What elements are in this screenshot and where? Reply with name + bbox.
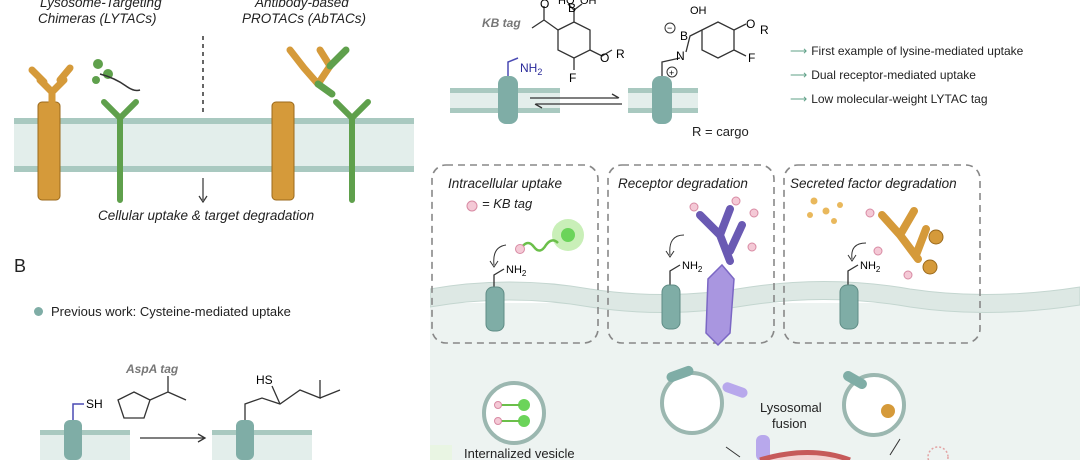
receptor-box2 <box>661 284 681 330</box>
feature-text-1: First example of lysine-mediated uptake <box>811 44 1024 58</box>
feature-item-1: ⟶ First example of lysine-mediated uptak… <box>790 44 1023 58</box>
feature-text-2: Dual receptor-mediated uptake <box>811 68 976 82</box>
purple-antibody <box>696 205 746 265</box>
amine-box2: NH2 <box>682 260 703 274</box>
svg-text:R: R <box>760 23 769 37</box>
internalized-vesicle <box>482 381 546 445</box>
vesicle-orange <box>842 373 906 437</box>
cell-diagram: NH2 NH2 NH2 <box>430 164 1080 460</box>
membrane-a <box>14 120 414 170</box>
svg-text:O: O <box>600 51 609 65</box>
abtac-antibody-green <box>314 46 350 98</box>
box2-title: Receptor degradation <box>618 176 748 191</box>
abtac-receptor <box>271 101 295 201</box>
cell-membrane <box>430 280 1080 314</box>
green-linker <box>521 239 559 252</box>
lytac-title-line1: Lysosome-Targeting <box>40 0 162 10</box>
lytac-receptor <box>37 101 61 201</box>
feature-item-3: ⟶ Low molecular-weight LYTAC tag <box>790 92 1023 106</box>
svg-text:B: B <box>568 1 576 15</box>
lipid-heads-a <box>14 118 414 172</box>
abtac-title-line2: PROTACs (AbTACs) <box>242 11 367 26</box>
svg-text:N: N <box>676 49 685 63</box>
box1-title: Intracellular uptake <box>448 176 563 191</box>
arrow-right-icon: ⟶ <box>790 92 808 106</box>
aspa-scheme: SH HS <box>40 373 341 460</box>
green-receptor-right <box>333 99 371 203</box>
receptor-box1 <box>485 286 505 332</box>
bound-factor-1 <box>928 229 944 245</box>
kb-tag-legend-dot <box>466 200 478 212</box>
kb-aryl-ring <box>557 21 591 59</box>
lytac-antibody <box>28 64 74 106</box>
abtac-title-line1: Antibody-based <box>255 0 349 10</box>
kb-receptor-right <box>652 76 672 124</box>
svg-text:OH: OH <box>690 5 707 17</box>
feature-item-2: ⟶ Dual receptor-mediated uptake <box>790 68 1023 82</box>
green-cargo-core <box>561 228 575 242</box>
cellular-uptake-caption: Cellular uptake & target degradation <box>98 208 315 223</box>
green-receptor-left <box>101 99 139 203</box>
orange-antibody-box3 <box>878 207 930 263</box>
cytoplasm <box>430 303 1080 460</box>
kb-feature-list: ⟶ First example of lysine-mediated uptak… <box>790 44 1023 106</box>
protein-right-b <box>236 420 254 460</box>
svg-text:F: F <box>748 51 755 65</box>
svg-text:OH: OH <box>580 0 597 7</box>
lysosomal-fusion-line1: Lysosomal <box>760 400 822 415</box>
previous-work-text: Previous work: Cysteine-mediated uptake <box>51 304 291 319</box>
box3-title: Secreted factor degradation <box>790 176 957 191</box>
svg-text:O: O <box>746 17 755 31</box>
svg-text:−: − <box>667 23 672 33</box>
svg-text:F: F <box>569 71 576 85</box>
receptor-box3 <box>839 284 859 330</box>
kb-product-ring <box>701 21 735 59</box>
r-equals-cargo: R = cargo <box>692 124 749 139</box>
box-intracellular-uptake <box>431 164 599 344</box>
panel-a: Lysosome-Targeting Chimeras (LYTACs) Ant… <box>0 0 420 230</box>
feature-text-3: Low molecular-weight LYTAC tag <box>811 92 988 106</box>
bound-factor-2 <box>922 259 938 275</box>
box1-legend: = KB tag <box>482 196 533 211</box>
amine-box3: NH2 <box>860 260 881 274</box>
purple-target <box>705 263 735 347</box>
secreted-factors <box>807 197 843 224</box>
svg-text:B: B <box>680 29 688 43</box>
kb-tags-box2 <box>689 196 759 252</box>
lytac-linker <box>99 73 141 92</box>
dithiolane-ring <box>117 391 151 419</box>
svg-text:HO: HO <box>558 0 575 7</box>
protein-left-b <box>64 420 82 460</box>
product-thiol-label: HS <box>256 373 273 387</box>
kb-tag-label: KB tag <box>482 16 521 30</box>
panel-b: B Previous work: Cysteine-mediated uptak… <box>0 250 420 460</box>
box-secreted-factor <box>783 164 981 344</box>
svg-text:R: R <box>616 47 625 61</box>
arrow-right-icon: ⟶ <box>790 68 808 82</box>
abtac-antibody <box>286 46 334 88</box>
bullet-dot-icon <box>34 307 43 316</box>
kb-scheme: NH2 O B HO OH O R F B N + − OH O F R <box>450 0 769 124</box>
amine-box1: NH2 <box>506 264 527 278</box>
svg-text:O: O <box>540 0 549 11</box>
box-receptor-degradation <box>607 164 775 344</box>
previous-work-bullet: Previous work: Cysteine-mediated uptake <box>34 304 291 319</box>
arrow-right-icon: ⟶ <box>790 44 808 58</box>
lysosome <box>759 450 851 460</box>
lysosomal-fusion-line2: fusion <box>772 416 807 431</box>
green-ligand-dots <box>92 59 113 84</box>
internalized-vesicle-label: Internalized vesicle <box>464 446 575 461</box>
aspa-tag-label: AspA tag <box>126 362 179 376</box>
membrane-diagram-a <box>14 36 414 204</box>
lytac-title-line2: Chimeras (LYTACs) <box>38 11 157 26</box>
thiol-label: SH <box>86 397 103 411</box>
kb-tags-box3 <box>865 208 913 280</box>
kb-amine-label: NH2 <box>520 61 542 77</box>
svg-text:+: + <box>669 68 674 78</box>
panel-b-letter: B <box>14 256 27 276</box>
kb-receptor-left <box>498 76 518 124</box>
